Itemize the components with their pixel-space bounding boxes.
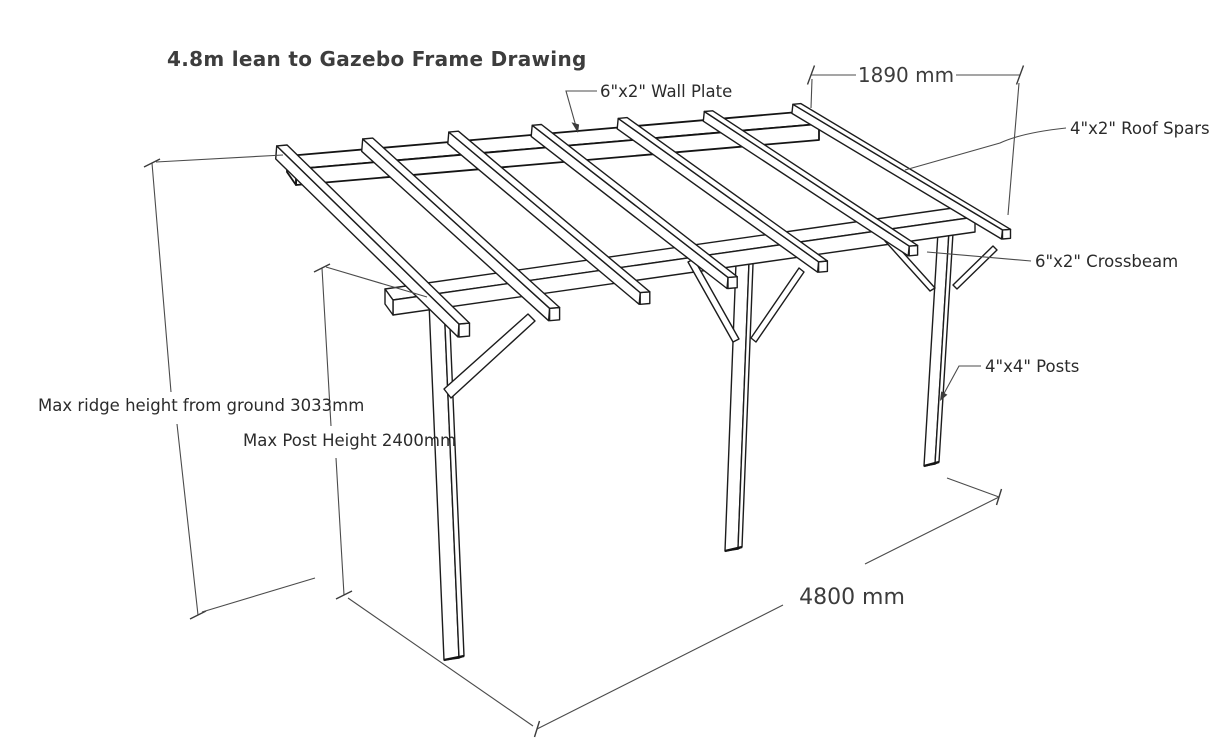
dimension-tick xyxy=(335,590,353,600)
roof-spar-top-face xyxy=(276,144,471,325)
post-bottom-edge xyxy=(923,460,940,468)
roof-spar-top-face xyxy=(531,123,738,279)
roof-spar-top-face xyxy=(617,116,829,263)
brace xyxy=(443,313,536,399)
crossbeam-leader xyxy=(926,251,1032,262)
posts-leader xyxy=(940,365,981,400)
extension-line xyxy=(201,577,316,613)
roof-depth-value: 1890 mm xyxy=(858,63,954,87)
extension-line xyxy=(1007,82,1020,216)
dimension-tick xyxy=(143,158,161,168)
frame-structure xyxy=(275,102,1012,662)
post-bottom-edge xyxy=(724,545,743,553)
dimension-tick xyxy=(189,610,207,620)
roof-spar-top-face xyxy=(703,110,919,247)
extension-line xyxy=(810,78,813,109)
post-bottom-edge xyxy=(443,654,465,662)
brace xyxy=(952,245,998,290)
posts-label: 4"x4" Posts xyxy=(985,357,1079,376)
dimension-line xyxy=(321,267,345,596)
ridge-height-label: Max ridge height from ground 3033mm xyxy=(38,396,364,415)
crossbeam-end-face xyxy=(384,288,394,316)
roof-spar-end-face xyxy=(548,306,561,322)
roof-spar-end-face xyxy=(817,260,829,273)
dimension-tick xyxy=(313,263,331,273)
drawing-title: 4.8m lean to Gazebo Frame Drawing xyxy=(167,47,587,71)
dimension-post-height xyxy=(313,263,534,727)
extension-line xyxy=(325,266,428,298)
dimension-tick xyxy=(533,720,541,738)
brace xyxy=(750,267,805,343)
roof-spars-leader xyxy=(904,127,1067,171)
roof-spar-top-face xyxy=(792,102,1012,231)
dimension-annotations xyxy=(143,65,1025,738)
dimension-frame-width xyxy=(533,477,1003,738)
extension-line xyxy=(155,154,284,163)
dimension-ridge-height xyxy=(143,154,316,620)
roof-spar-top-face xyxy=(448,130,651,294)
post-height-label: Max Post Height 2400mm xyxy=(243,431,456,450)
dimension-tick xyxy=(806,65,816,85)
roof-spars-label: 4"x2" Roof Spars xyxy=(1070,119,1210,138)
roof-spar-end-face xyxy=(908,244,919,257)
posts-arrow-icon xyxy=(940,391,948,401)
roof-spar-end-face xyxy=(458,322,471,338)
label-leaders xyxy=(565,90,1067,401)
crossbeam-label: 6"x2" Crossbeam xyxy=(1035,252,1178,271)
dimension-roof-depth xyxy=(806,65,1025,216)
roof-spar-end-face xyxy=(727,276,738,290)
dimension-line xyxy=(151,162,199,616)
frame-width-value: 4800 mm xyxy=(799,585,905,610)
wall-plate-label: 6"x2" Wall Plate xyxy=(600,82,732,101)
wall-plate-leader xyxy=(565,90,597,131)
dimension-tick xyxy=(1015,65,1025,85)
roof-spar-top-face xyxy=(362,137,561,309)
dimension-line xyxy=(536,496,1000,730)
extension-line xyxy=(946,477,1000,498)
extension-line xyxy=(347,597,534,727)
wall-plate-arrow-icon xyxy=(571,122,580,133)
roof-spar-end-face xyxy=(639,291,651,305)
roof-spar-end-face xyxy=(1001,228,1012,240)
